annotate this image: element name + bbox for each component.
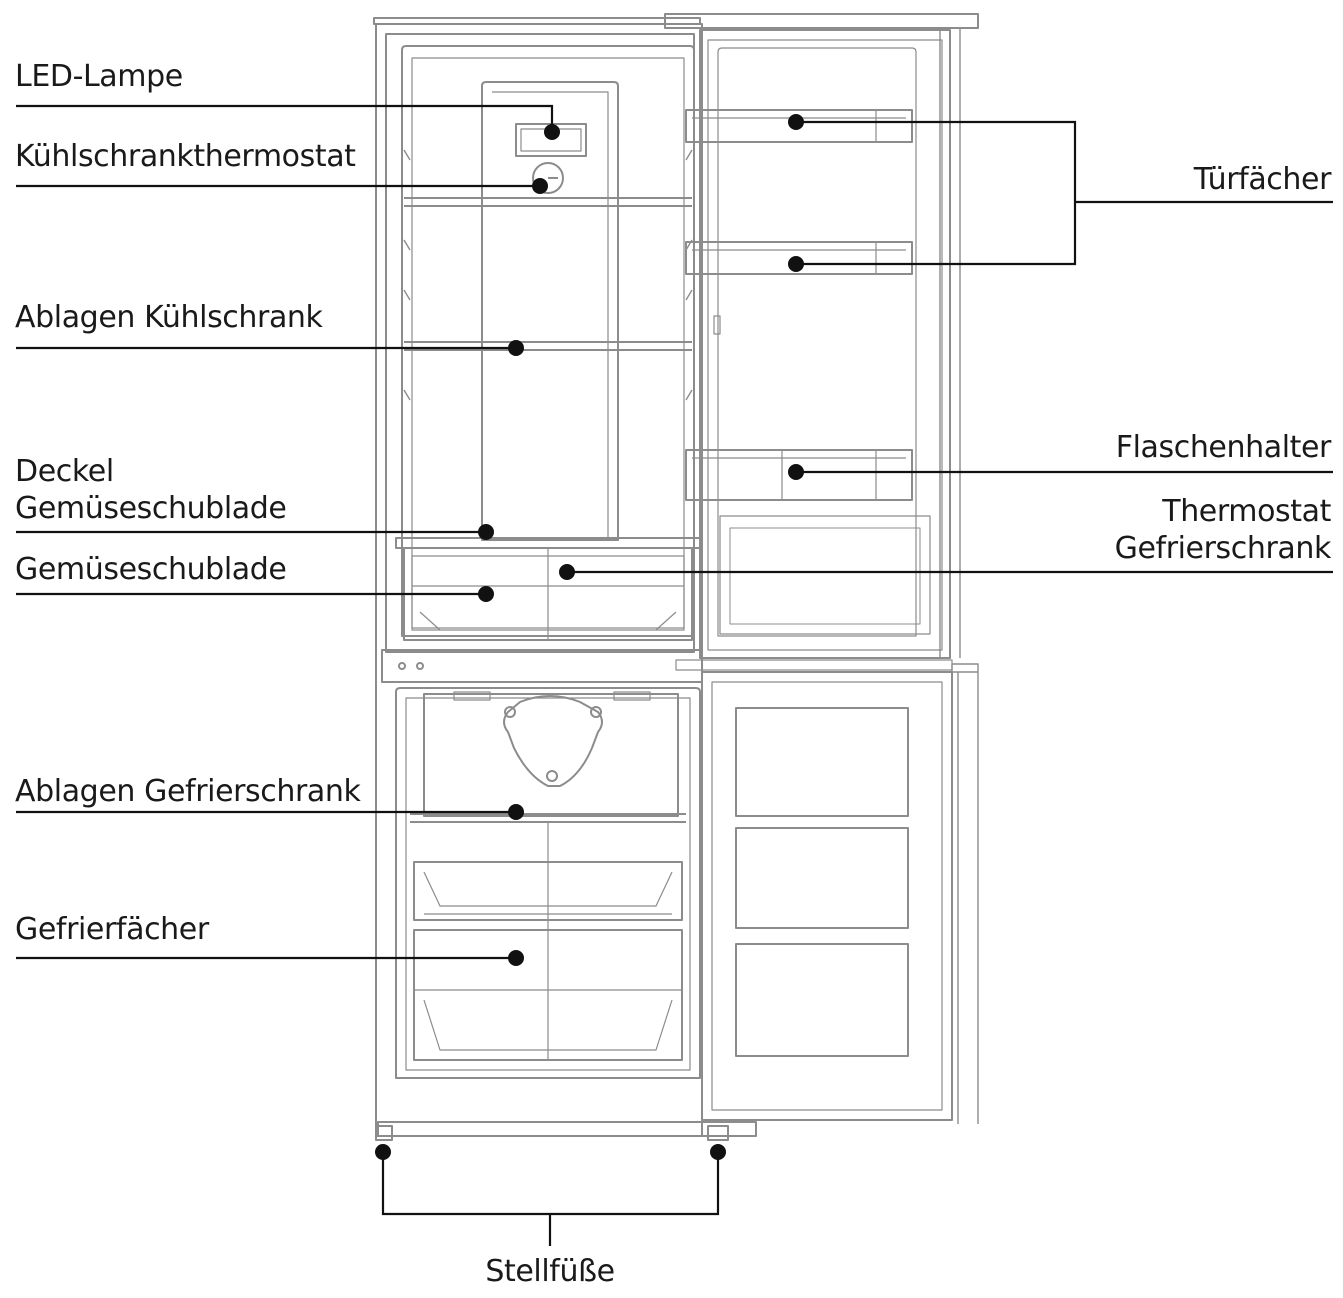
- callout-stellfuesse: [381, 1152, 720, 1246]
- label-tuerfaecher: Türfächer: [1193, 162, 1332, 197]
- fridge-door: [699, 29, 951, 659]
- label-thermostat-gefrierschrank: Thermostat Gefrierschrank: [1114, 493, 1332, 567]
- label-ablagen-gefrierschrank: Ablagen Gefrierschrank: [15, 774, 361, 809]
- crisper-drawer: [403, 547, 693, 641]
- freezer-drawer-1: [413, 861, 683, 921]
- freezer-door: [701, 671, 953, 1121]
- label-stellfuesse: Stellfüße: [485, 1254, 615, 1289]
- callout-tuerfaecher: [796, 120, 1333, 266]
- fridge-compartment: [401, 45, 695, 637]
- label-flaschenhalter: Flaschenhalter: [1115, 430, 1332, 465]
- fridge-drawing: [373, 13, 979, 1141]
- callout-lines: [16, 104, 1333, 1246]
- freezer-compartment: [395, 687, 701, 1079]
- door-bin-1: [685, 109, 913, 143]
- label-deckel-gemueseschublade: Deckel Gemüseschublade: [15, 453, 287, 527]
- freezer-fan-cover: [503, 695, 603, 787]
- door-bin-2: [685, 241, 913, 275]
- label-led-lampe: LED-Lampe: [15, 59, 183, 94]
- freezer-drawer-2: [413, 929, 683, 1061]
- label-thermostat-line2: Gefrierschrank: [1114, 531, 1332, 566]
- label-deckel-line1: Deckel: [15, 454, 114, 489]
- callout-dots: [375, 114, 804, 1160]
- foot-left: [375, 1125, 393, 1141]
- label-ablagen-kuehlschrank: Ablagen Kühlschrank: [15, 300, 323, 335]
- label-thermostat-line1: Thermostat: [1162, 494, 1331, 529]
- bottle-holder-bin: [685, 449, 913, 501]
- label-gefrierfaecher: Gefrierfächer: [15, 912, 209, 947]
- label-deckel-line2: Gemüseschublade: [15, 491, 287, 526]
- label-gemueseschublade: Gemüseschublade: [15, 552, 287, 587]
- divider-panel: [381, 649, 703, 683]
- foot-right: [707, 1125, 729, 1141]
- callout-led-lampe: [16, 104, 554, 132]
- thermostat-knob: [532, 162, 564, 194]
- label-kuehlschrankthermostat: Kühlschrankthermostat: [15, 139, 356, 174]
